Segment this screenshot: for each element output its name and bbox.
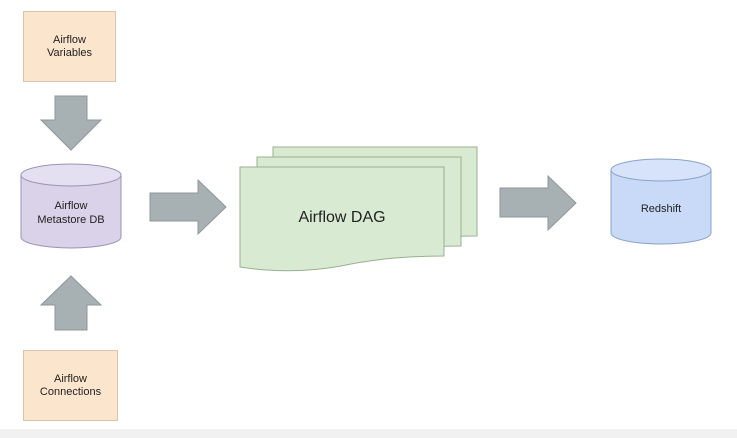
airflow-dag-documents: Airflow DAG	[239, 146, 478, 272]
airflow-variables-box: Airflow Variables	[23, 11, 116, 82]
airflow-metastore-label-line1: Airflow	[54, 200, 87, 212]
bottom-strip	[0, 429, 737, 438]
airflow-variables-label-line2: Variables	[46, 46, 93, 59]
right-arrow-to-dag	[149, 178, 227, 236]
airflow-metastore-label-line2: Metastore DB	[37, 214, 104, 226]
airflow-dag-label: Airflow DAG	[298, 209, 385, 226]
redshift-cylinder: Redshift	[610, 158, 712, 245]
redshift-label: Redshift	[641, 203, 681, 215]
airflow-variables-label-line1: Airflow	[52, 33, 86, 46]
airflow-connections-box: Airflow Connections	[23, 350, 118, 421]
airflow-connections-label-line2: Connections	[39, 385, 102, 398]
dag-front-page	[239, 166, 445, 272]
up-arrow	[39, 275, 103, 331]
airflow-connections-label-line1: Airflow	[53, 372, 87, 385]
down-arrow	[39, 95, 103, 151]
right-arrow-to-redshift	[499, 174, 577, 232]
airflow-metastore-cylinder: Airflow Metastore DB	[20, 163, 122, 249]
